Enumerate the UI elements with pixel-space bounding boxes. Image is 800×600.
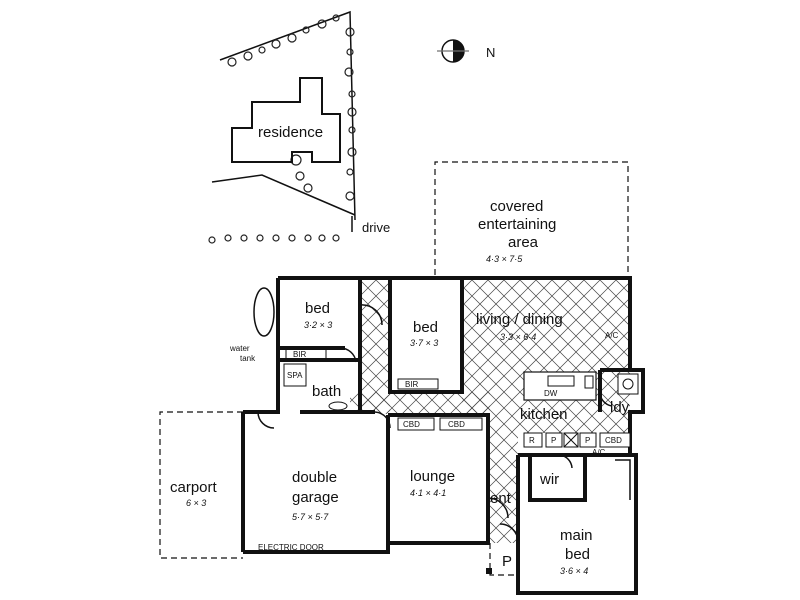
bedroom-2: bed 3·7 × 3 BIR	[397, 319, 439, 390]
double-garage: double garage 5·7 × 5·7 ELECTRIC DOOR	[258, 469, 339, 552]
north-label: N	[486, 45, 495, 60]
door-swings	[257, 304, 613, 544]
kitchen-label: kitchen	[520, 406, 568, 423]
covered-label-2: entertaining	[478, 216, 556, 233]
carport-label: carport	[170, 479, 218, 496]
water-tank-label-2: tank	[240, 354, 256, 363]
ac2-label: A/C	[592, 448, 606, 457]
north-arrow-icon	[437, 39, 469, 63]
garage-dim: 5·7 × 5·7	[292, 512, 329, 522]
entry-label: ent	[490, 490, 512, 507]
carport: carport 6 × 3	[159, 411, 243, 559]
main-bed-label-2: bed	[565, 546, 590, 563]
bed2-dim: 3·7 × 3	[410, 338, 438, 348]
bir2-label: BIR	[405, 380, 419, 389]
entry: ent	[490, 490, 512, 507]
dw-label: DW	[544, 389, 558, 398]
covered-label-3: area	[508, 234, 539, 251]
lounge-label: lounge	[410, 468, 455, 485]
laundry-label: ldy	[610, 399, 630, 416]
living-dim: 3·3 × 6·4	[500, 332, 536, 342]
wir-label: wir	[539, 471, 559, 488]
bedroom-1: bed 3·2 × 3 BIR	[285, 300, 332, 360]
r-label: R	[529, 436, 535, 445]
living-label: living / dining	[476, 311, 563, 328]
p2-label: P	[585, 436, 590, 445]
lounge: lounge 4·1 × 4·1	[410, 468, 455, 498]
bir1-label: BIR	[293, 350, 307, 359]
lounge-dim: 4·1 × 4·1	[410, 488, 446, 498]
main-bed-label-1: main	[560, 527, 593, 544]
garage-label-1: double	[292, 469, 337, 486]
walls	[241, 276, 645, 595]
bed1-label: bed	[305, 300, 330, 317]
electric-door-label: ELECTRIC DOOR	[258, 543, 324, 552]
water-tank-label-1: water	[229, 344, 250, 353]
kitchen: DW kitchen	[520, 371, 597, 423]
carport-dim: 6 × 3	[186, 498, 206, 508]
site-residence-label: residence	[258, 124, 323, 141]
laundry: ldy	[610, 373, 639, 416]
cupboards: CBD CBD R P P CBD	[397, 417, 631, 448]
site-residence-outline	[231, 77, 341, 163]
bath-label: bath	[312, 383, 341, 400]
garage-label-2: garage	[292, 489, 339, 506]
bathroom: SPA bath	[283, 363, 348, 411]
porch: P	[486, 543, 518, 576]
walk-in-robe: wir A/C	[539, 448, 606, 488]
north-arrow: N	[437, 39, 495, 63]
main-bedroom: main bed 3·6 × 4	[560, 527, 593, 576]
covered-dim: 4·3 × 7·5	[486, 254, 523, 264]
living-dining: living / dining 3·3 × 6·4 A/C	[476, 311, 619, 342]
covered-label-1: covered	[490, 198, 543, 215]
cbd2-label: CBD	[448, 420, 465, 429]
p1-label: P	[551, 436, 556, 445]
bed1-dim: 3·2 × 3	[304, 320, 332, 330]
covered-entertaining-area: covered entertaining area 4·3 × 7·5	[434, 161, 629, 275]
site-plan: residence drive	[208, 10, 390, 244]
site-drive-label: drive	[362, 220, 390, 235]
ac1-label: A/C	[605, 331, 619, 340]
spa-label: SPA	[287, 371, 303, 380]
main-bed-dim: 3·6 × 4	[560, 566, 588, 576]
cbd3-label: CBD	[605, 436, 622, 445]
bed2-label: bed	[413, 319, 438, 336]
cbd1-label: CBD	[403, 420, 420, 429]
water-tank: water tank	[229, 287, 275, 363]
porch-label: P	[502, 553, 512, 570]
